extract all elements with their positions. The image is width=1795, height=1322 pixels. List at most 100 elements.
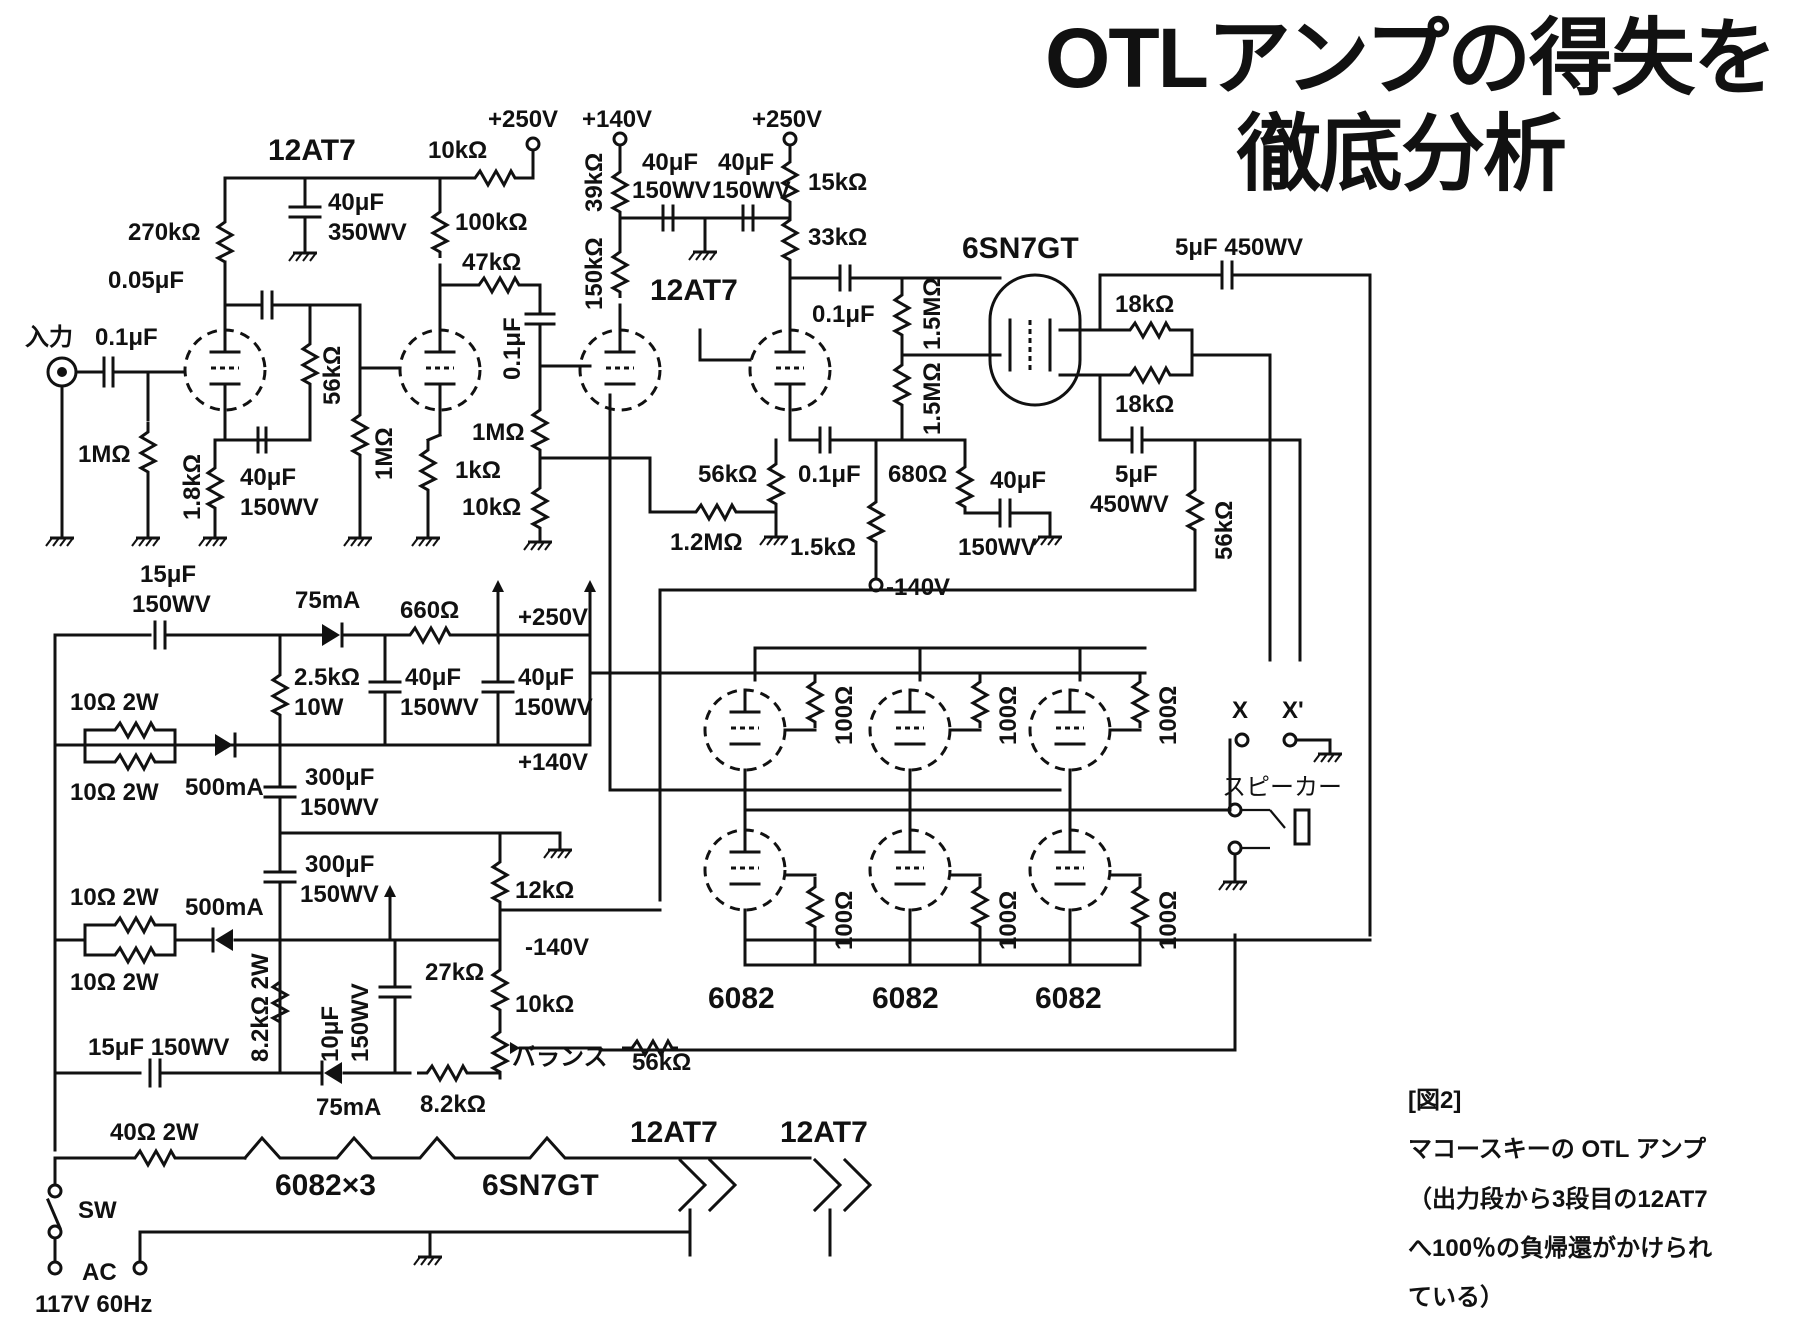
tube-label-out2: 6082 <box>872 982 939 1015</box>
label-v-neg140: -140V <box>886 574 950 601</box>
label-r39k: 39kΩ <box>581 153 608 212</box>
label-r100-4: 100Ω <box>831 891 858 950</box>
label-c15-a-wv: 150WV <box>132 591 211 618</box>
label-r8-2k: 8.2kΩ <box>420 1091 486 1118</box>
label-c40-350-wv: 350WV <box>328 219 407 246</box>
label-r15k: 15kΩ <box>808 169 867 196</box>
label-c40-c-wv: 150WV <box>712 177 791 204</box>
label-r100-6: 100Ω <box>1155 891 1182 950</box>
tube-6082-lower-2 <box>868 828 952 912</box>
label-sw: SW <box>78 1197 117 1224</box>
label-r56k-b: 56kΩ <box>698 461 757 488</box>
tube-label-v2: 12AT7 <box>650 274 738 307</box>
label-c40-c: 40μF <box>718 149 774 176</box>
label-v250-a: +250V <box>488 106 558 133</box>
label-r100-3: 100Ω <box>1155 686 1182 745</box>
label-d75-a: 75mA <box>295 587 360 614</box>
tube-label-v3: 6SN7GT <box>962 232 1079 265</box>
label-r1m-c: 1MΩ <box>472 419 525 446</box>
label-c300-a-wv: 150WV <box>300 794 379 821</box>
label-c40-e-wv: 150WV <box>400 694 479 721</box>
label-r56k-d: 56kΩ <box>632 1049 691 1076</box>
label-r100-1: 100Ω <box>831 686 858 745</box>
label-c300-a: 300μF <box>305 764 374 791</box>
title-line-2: 徹底分析 <box>1236 107 1567 201</box>
label-c40-d: 40μF <box>990 467 1046 494</box>
label-d500-b: 500mA <box>185 894 264 921</box>
label-r1-8k: 1.8kΩ <box>179 454 206 520</box>
ac-plug-1[interactable] <box>47 1260 63 1276</box>
power-supply <box>53 580 680 1152</box>
label-r10-a: 10Ω 2W <box>70 689 159 716</box>
label-v250-b: +250V <box>752 106 822 133</box>
label-r1-2m: 1.2MΩ <box>670 529 743 556</box>
tube-6082-upper-1 <box>703 688 787 772</box>
label-c15-a: 15μF <box>140 561 196 588</box>
label-c40-d-wv: 150WV <box>958 534 1037 561</box>
label-r8-2k-2w: 8.2kΩ 2W <box>247 953 274 1062</box>
ac-plug-2[interactable] <box>132 1260 148 1276</box>
label-c300-b-wv: 150WV <box>300 881 379 908</box>
label-r680: 680Ω <box>888 461 947 488</box>
label-c40-350: 40μF <box>328 189 384 216</box>
label-r100-5: 100Ω <box>995 891 1022 950</box>
label-r27k: 27kΩ <box>425 959 484 986</box>
label-r2-5k-w: 10W <box>294 694 344 721</box>
label-c300-b: 300μF <box>305 851 374 878</box>
output-stage <box>588 646 1372 1052</box>
tube-label-v1: 12AT7 <box>268 134 356 167</box>
label-c40-b-wv: 150WV <box>632 177 711 204</box>
label-c40-e: 40μF <box>405 664 461 691</box>
label-r10k-bal: 10kΩ <box>515 991 574 1018</box>
tube-6sn7gt <box>988 273 1082 407</box>
label-ac: AC <box>82 1259 117 1286</box>
label-balance: バランス <box>512 1044 608 1071</box>
article-title: OTLアンプの得失を 徹底分析 <box>1045 10 1777 202</box>
label-c10: 10μF <box>317 1006 344 1062</box>
tube-6082-upper-2 <box>868 688 952 772</box>
speaker-terminal-2[interactable] <box>1227 840 1243 856</box>
label-heater-12at7-a: 12AT7 <box>630 1116 718 1149</box>
label-r1-5k: 1.5kΩ <box>790 534 856 561</box>
caption-line-2: （出力段から3段目の12AT7 <box>1408 1185 1708 1213</box>
label-d75-b: 75mA <box>316 1094 381 1121</box>
label-r10-c: 10Ω 2W <box>70 884 159 911</box>
label-c40-f: 40μF <box>518 664 574 691</box>
label-x: X <box>1232 697 1248 724</box>
label-c-in: 0.1μF <box>95 324 158 351</box>
label-c15-b: 15μF 150WV <box>88 1034 229 1061</box>
title-line-1: OTLアンプの得失を <box>1045 11 1777 105</box>
label-r1m-b: 1MΩ <box>371 427 398 480</box>
label-v250-c: +250V <box>518 604 588 631</box>
label-r100k: 100kΩ <box>455 209 528 236</box>
tube-12at7-2a <box>578 328 662 412</box>
power-switch[interactable] <box>47 1183 63 1199</box>
label-input: 入力 <box>25 324 73 351</box>
label-speaker: スピーカー <box>1222 774 1342 801</box>
third-stage <box>578 131 1062 792</box>
label-r18k-b: 18kΩ <box>1115 391 1174 418</box>
label-r-in: 1MΩ <box>78 441 131 468</box>
label-c01-d: 0.1μF <box>798 461 861 488</box>
caption-fig: [図2] <box>1408 1087 1461 1114</box>
label-c40-f-wv: 150WV <box>514 694 593 721</box>
tube-label-out1: 6082 <box>708 982 775 1015</box>
figure-caption: [図2] マコースキーの OTL アンプ （出力段から3段目の12AT7 へ10… <box>1408 1087 1712 1311</box>
label-r33k: 33kΩ <box>808 224 867 251</box>
label-r47k: 47kΩ <box>462 249 521 276</box>
label-r18k-a: 18kΩ <box>1115 291 1174 318</box>
label-r1-5m-a: 1.5MΩ <box>919 277 946 350</box>
label-c40-b: 40μF <box>642 149 698 176</box>
tube-labels: 12AT7 12AT7 6SN7GT 6082 6082 6082 <box>268 134 1102 1015</box>
tube-6082-lower-3 <box>1028 828 1112 912</box>
label-r40: 40Ω 2W <box>110 1119 199 1146</box>
label-c01-b: 0.1μF <box>499 317 526 380</box>
label-r10-b: 10Ω 2W <box>70 779 159 806</box>
label-c10-wv: 150WV <box>347 983 374 1062</box>
label-r10-d: 10Ω 2W <box>70 969 159 996</box>
caption-line-1: マコースキーの OTL アンプ <box>1408 1136 1707 1163</box>
tube-6082-lower-1 <box>703 828 787 912</box>
label-r2-5k: 2.5kΩ <box>294 664 360 691</box>
heater-chain <box>46 1135 873 1276</box>
